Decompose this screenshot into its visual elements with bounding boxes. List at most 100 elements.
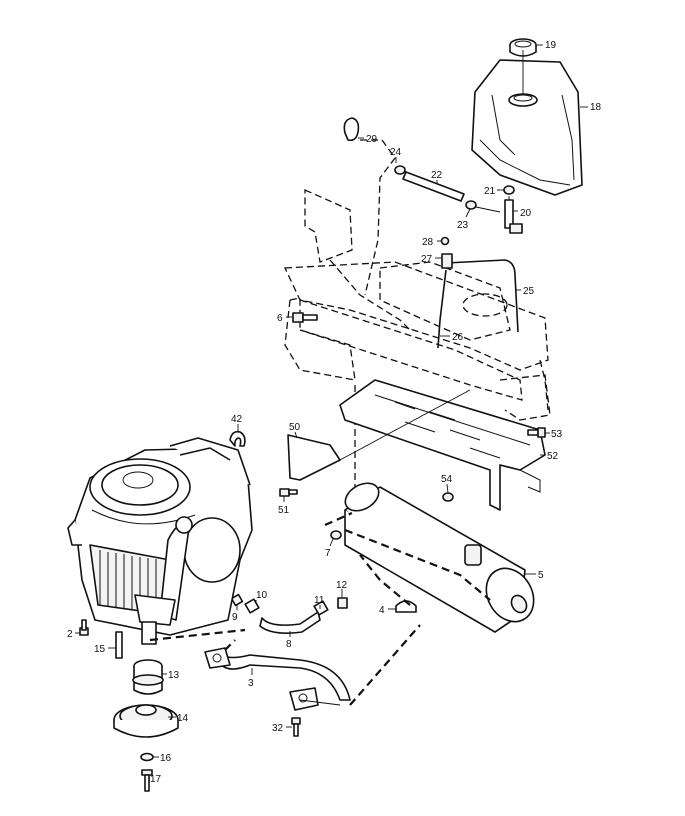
svg-text:15: 15 <box>94 644 106 655</box>
throttle-cable <box>437 259 519 349</box>
callout-4: 4 <box>379 605 396 616</box>
svg-text:22: 22 <box>431 170 443 181</box>
svg-text:20: 20 <box>520 208 532 219</box>
svg-text:18: 18 <box>590 102 602 113</box>
svg-text:32: 32 <box>272 723 284 734</box>
svg-text:28: 28 <box>422 237 434 248</box>
svg-text:19: 19 <box>545 40 557 51</box>
side-shield <box>287 434 341 481</box>
svg-text:6: 6 <box>277 313 283 324</box>
callout-8: 8 <box>286 631 292 650</box>
svg-text:8: 8 <box>286 639 292 650</box>
callout-20: 20 <box>513 208 532 219</box>
heat-shield <box>339 379 546 511</box>
callout-5: 5 <box>525 570 544 581</box>
callout-17: 17 <box>149 774 162 785</box>
svg-text:17: 17 <box>150 774 162 785</box>
engine-clip <box>229 430 246 447</box>
callout-24: 24 <box>390 147 402 163</box>
shield-nut <box>442 492 454 502</box>
svg-text:42: 42 <box>231 414 243 425</box>
callout-10: 10 <box>255 590 268 604</box>
callout-19: 19 <box>536 40 557 51</box>
callout-52: 52 <box>540 451 559 462</box>
callout-14: 14 <box>168 713 189 724</box>
exhaust-pipe <box>204 647 351 711</box>
svg-text:27: 27 <box>421 254 433 265</box>
hose-clip <box>343 117 360 142</box>
callout-6: 6 <box>277 313 293 324</box>
engine <box>67 437 253 636</box>
callout-53: 53 <box>545 429 563 440</box>
svg-text:14: 14 <box>177 713 189 724</box>
fitting-12 <box>337 597 348 609</box>
cable-bracket <box>441 253 453 269</box>
small-pulley <box>132 659 164 695</box>
callout-26: 26 <box>440 332 464 343</box>
hose-clamp-23 <box>465 200 477 210</box>
washer <box>140 752 154 762</box>
svg-text:29: 29 <box>366 134 378 145</box>
fuel-hose <box>402 171 465 202</box>
callout-21: 21 <box>484 186 504 197</box>
callout-23: 23 <box>457 208 471 231</box>
svg-text:26: 26 <box>452 332 464 343</box>
pulley-bolt <box>141 769 153 792</box>
callout-27: 27 <box>421 254 442 265</box>
callout-32: 32 <box>272 723 292 734</box>
callout-29: 29 <box>358 134 378 145</box>
svg-text:2: 2 <box>67 629 73 640</box>
callout-50: 50 <box>289 422 301 439</box>
svg-text:11: 11 <box>314 595 325 606</box>
svg-text:13: 13 <box>168 670 180 681</box>
chassis-frame <box>284 188 551 491</box>
svg-text:51: 51 <box>278 505 290 516</box>
callout-54: 54 <box>441 474 453 494</box>
muffler-bolt <box>330 530 342 540</box>
svg-text:52: 52 <box>547 451 559 462</box>
callout-9: 9 <box>232 605 238 623</box>
bracket-screw <box>440 236 450 246</box>
fitting-9 <box>230 593 244 607</box>
muffler <box>344 482 535 633</box>
callout-25: 25 <box>515 286 535 297</box>
callout-3: 3 <box>248 668 254 689</box>
engine-bolt <box>79 619 89 636</box>
callout-15: 15 <box>94 644 116 655</box>
svg-text:9: 9 <box>232 612 238 623</box>
exhaust-tube <box>259 611 321 634</box>
svg-text:54: 54 <box>441 474 453 485</box>
fitting-11 <box>313 600 329 616</box>
svg-text:5: 5 <box>538 570 544 581</box>
callout-12: 12 <box>336 580 348 598</box>
callout-11: 11 <box>314 595 325 609</box>
shield-screw-51 <box>279 488 298 497</box>
callout-18: 18 <box>580 102 602 113</box>
callout-2: 2 <box>67 629 80 640</box>
svg-text:53: 53 <box>551 429 563 440</box>
frame-bolt <box>292 312 318 323</box>
large-pulley <box>113 704 179 738</box>
svg-text:24: 24 <box>390 147 402 158</box>
tank-fitting <box>503 185 515 195</box>
svg-text:12: 12 <box>336 580 348 591</box>
callout-16: 16 <box>153 753 172 764</box>
callout-28: 28 <box>422 237 441 248</box>
svg-text:25: 25 <box>523 286 535 297</box>
fitting-10 <box>244 598 260 614</box>
shutoff-valve <box>504 196 523 234</box>
fuel-tank <box>471 59 583 196</box>
svg-text:50: 50 <box>289 422 301 433</box>
callout-13: 13 <box>162 670 180 681</box>
svg-text:10: 10 <box>256 590 268 601</box>
shaft-key <box>115 631 123 659</box>
callout-42: 42 <box>231 414 243 431</box>
svg-text:21: 21 <box>484 186 496 197</box>
svg-text:16: 16 <box>160 753 172 764</box>
hose-clamp-24 <box>394 165 406 175</box>
shield-bolt-53 <box>527 427 546 438</box>
callout-51: 51 <box>278 496 290 516</box>
callout-22: 22 <box>431 170 443 184</box>
crankshaft <box>141 621 157 645</box>
